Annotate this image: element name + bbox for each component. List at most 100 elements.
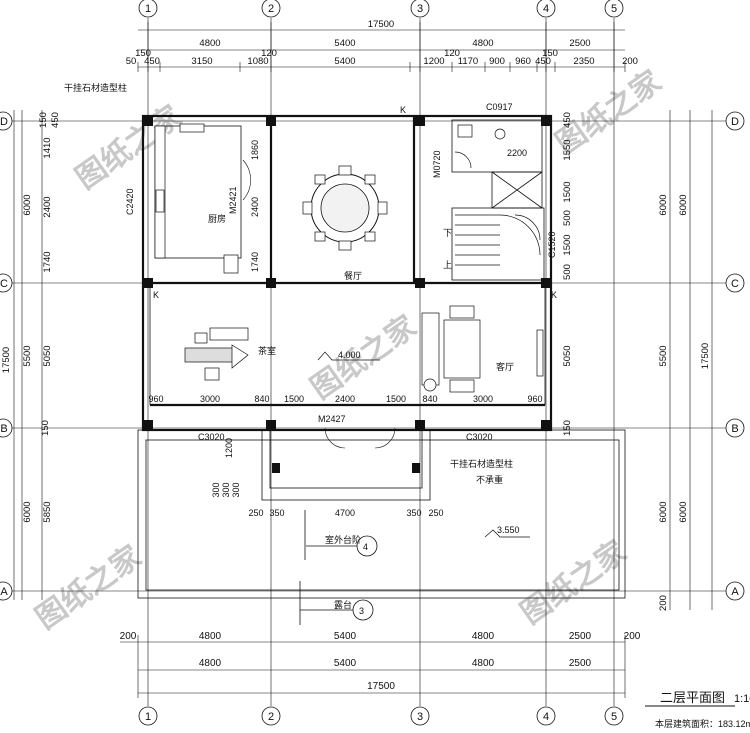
dim-ter-2: 4700 xyxy=(335,508,355,518)
elevation-marks xyxy=(317,351,530,538)
dim-left-i2: 2400 xyxy=(42,196,53,217)
label-elev-3550: 3.550 xyxy=(497,525,520,535)
label-stair-down: 下 xyxy=(443,228,452,238)
dim-bot2-3: 4800 xyxy=(472,658,495,669)
dim-right-2: 5500 xyxy=(658,345,669,366)
label-k1: K xyxy=(400,105,406,115)
dim-left-top: 450 xyxy=(50,112,61,128)
dim-ter-0: 250 xyxy=(248,508,263,518)
axis-labels: 1 2 3 4 5 1 2 3 4 5 D C B A D C B A xyxy=(0,3,739,723)
dim-stair: 2200 xyxy=(507,148,527,158)
label-c3020-right: C3020 xyxy=(466,432,493,442)
dim-right-i4: 1500 xyxy=(562,234,573,255)
right-dimensions: 450 1550 1500 500 1500 500 5050 150 6000… xyxy=(562,112,711,611)
dim-right-i2: 1500 xyxy=(562,181,573,202)
axis-label-B-left: B xyxy=(0,423,7,435)
dim-top-r3-9: 450 xyxy=(535,56,551,67)
right-dimension-lines xyxy=(669,110,713,610)
label-tea-room: 茶室 xyxy=(258,345,276,356)
dim-k-v0: 1860 xyxy=(250,140,260,160)
axis-label-2-bottom: 2 xyxy=(268,711,274,723)
axis-label-B-right: B xyxy=(731,423,738,435)
dim-right-i1: 1550 xyxy=(562,139,573,160)
dim-right-i6: 5050 xyxy=(562,345,573,366)
dim-top-3: 4800 xyxy=(472,38,493,49)
dim-right-i3: 500 xyxy=(562,210,573,226)
axis-label-A-right: A xyxy=(731,586,739,598)
axis-label-5-bottom: 5 xyxy=(611,711,617,723)
dim-mid-7: 3000 xyxy=(473,394,493,404)
axis-label-D-right: D xyxy=(731,116,739,128)
dim-left-3: 6000 xyxy=(22,501,33,522)
dim-mid-2: 840 xyxy=(254,394,269,404)
dim-bot-2: 5400 xyxy=(334,631,357,642)
dim-mid-3: 1500 xyxy=(284,394,304,404)
dim-left-i0: 150 xyxy=(38,112,49,128)
dim-top-r3-5: 1200 xyxy=(423,56,444,67)
dim-left-total: 17500 xyxy=(1,347,12,373)
bottom-dimension-lines xyxy=(120,635,626,698)
dim-top-4: 2500 xyxy=(569,38,590,49)
dining-table xyxy=(302,165,388,251)
axis-label-C-right: C xyxy=(731,278,739,290)
dim-top-r3-3: 1080 xyxy=(247,56,268,67)
dim-right-4: 200 xyxy=(658,595,669,611)
dim-left-i6: 5850 xyxy=(42,501,53,522)
dim-top-total: 17500 xyxy=(368,19,394,30)
left-dimension-lines xyxy=(13,110,43,600)
dim-left-i1: 1410 xyxy=(42,137,53,158)
dim-ter-3: 350 xyxy=(406,508,421,518)
dim-top-2: 5400 xyxy=(334,38,355,49)
label-c3020-left: C3020 xyxy=(198,432,225,442)
watermark-2: 图纸之家 xyxy=(305,309,423,406)
columns xyxy=(143,116,551,473)
axis-label-3-top: 3 xyxy=(417,3,423,15)
kitchen-counter xyxy=(154,123,239,274)
top-dimension-lines xyxy=(137,22,626,72)
label-elev-4000: 4.000 xyxy=(338,350,361,360)
label-c2420: C2420 xyxy=(125,188,135,215)
label-living: 客厅 xyxy=(496,361,514,372)
label-dry-hang-left: 干挂石材造型柱 xyxy=(64,82,127,93)
axis-label-5-top: 5 xyxy=(611,3,617,15)
label-dry-hang-right: 干挂石材造型柱 xyxy=(450,458,513,469)
dim-bot-3: 4800 xyxy=(472,631,495,642)
floor-area-note: 本层建筑面积：183.12m² xyxy=(655,718,750,729)
label-stair-up: 上 xyxy=(443,260,452,270)
dim-right-i0: 450 xyxy=(562,112,573,128)
dim-top-r3-7: 900 xyxy=(489,56,505,67)
dim-top-s2: 120 xyxy=(261,48,277,59)
dim-bot2-2: 5400 xyxy=(334,658,357,669)
label-k2: K xyxy=(153,290,159,300)
label-kitchen: 厨房 xyxy=(208,213,226,224)
room-labels: 干挂石材造型柱 干挂石材造型柱 不承重 C0917 M0720 C2420 M2… xyxy=(64,82,557,616)
internal-dimensions: 1860 2400 1740 960 3000 840 1500 2400 15… xyxy=(148,140,542,518)
dim-top-r3-2: 3150 xyxy=(191,56,212,67)
dim-right-i7: 150 xyxy=(562,420,573,436)
dim-bot-total: 17500 xyxy=(367,681,395,692)
dim-ter-s0: 300 xyxy=(211,482,221,497)
dim-right-i5: 500 xyxy=(562,264,573,280)
dim-bot-0: 200 xyxy=(120,631,137,642)
dim-ter-s2: 300 xyxy=(231,482,241,497)
watermark-1: 图纸之家 xyxy=(70,99,188,196)
top-dimensions: 17500 4800 5400 4800 2500 150 120 120 15… xyxy=(126,19,638,67)
dim-right-3: 6000 xyxy=(658,501,669,522)
dim-right-c1: 6000 xyxy=(678,194,689,215)
axis-label-4-bottom: 4 xyxy=(543,711,549,723)
label-terrace-no: 3 xyxy=(359,606,364,616)
axis-label-D-left: D xyxy=(0,116,8,128)
watermark-4: 图纸之家 xyxy=(30,539,148,636)
axis-label-C-left: C xyxy=(0,278,8,290)
label-not-bearing: 不承重 xyxy=(476,474,503,485)
dim-mid-0: 960 xyxy=(148,394,163,404)
dim-mid-8: 960 xyxy=(527,394,542,404)
dim-bot-5: 200 xyxy=(624,631,641,642)
dim-right-c2: 6000 xyxy=(678,501,689,522)
dim-ter-4: 250 xyxy=(428,508,443,518)
dim-left-i3: 1740 xyxy=(42,251,53,272)
label-m0720: M0720 xyxy=(432,150,442,178)
inner-walls xyxy=(137,119,626,625)
axis-label-1-bottom: 1 xyxy=(145,711,151,723)
